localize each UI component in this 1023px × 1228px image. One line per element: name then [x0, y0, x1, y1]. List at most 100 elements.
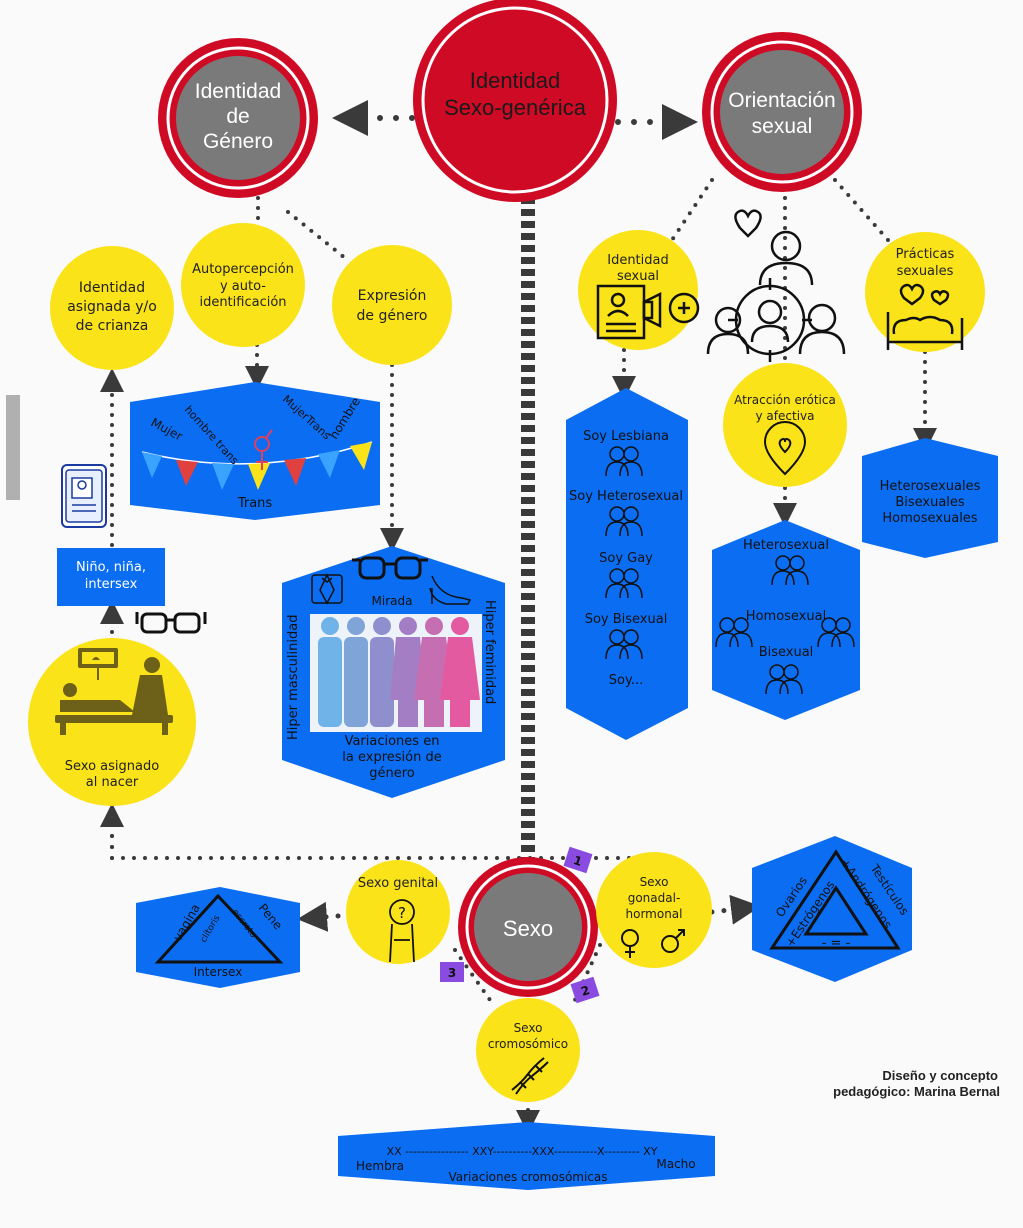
assigned-identity-node[interactable]: Identidad asignada y/o de crianza [50, 246, 174, 370]
expression-box-line3: género [369, 766, 415, 781]
flag-7 [350, 442, 372, 470]
flag-4 [248, 463, 270, 490]
svg-text:?: ? [398, 904, 406, 922]
child-box[interactable]: Niño, niña, intersex [57, 548, 165, 606]
chromo-scale: XX ---------------- XXY----------XXX----… [387, 1145, 658, 1158]
identity-item-1: Soy Heterosexual [569, 489, 683, 504]
gender-spectrum-figures [310, 614, 482, 732]
side-tab [6, 395, 20, 500]
child-line2: intersex [85, 577, 138, 592]
autoperception-line1: Autopercepción [192, 262, 294, 277]
svg-text:1: 1 [572, 853, 584, 869]
couple-icon [605, 568, 643, 599]
hormone-box[interactable]: Ovarios Testículos +Estrógenos +Andrógen… [752, 836, 912, 982]
autoperception-line2: y auto- [220, 279, 266, 294]
practices-node[interactable]: Prácticas sexuales [865, 232, 985, 352]
credit-line1: Diseño y concepto [882, 1068, 998, 1083]
expression-line2: de género [357, 308, 428, 324]
couple-icon [817, 617, 855, 648]
center-title-line1: Identidad [470, 68, 561, 93]
sex-node[interactable]: Sexo [458, 857, 598, 997]
attraction-item-1: Homosexual [746, 609, 826, 624]
chromosomal-line2: cromosómico [488, 1037, 568, 1051]
attraction-node[interactable]: Atracción erótica y afectiva [723, 363, 847, 487]
mars-icon [661, 929, 685, 953]
glasses-icon [135, 612, 207, 634]
identity-item-0: Soy Lesbiana [583, 429, 669, 444]
connector-lines [100, 100, 937, 1134]
flag-1 [142, 452, 162, 478]
gonadal-line2: gonadal- [628, 891, 681, 905]
attraction-item-0: Heterosexual [743, 538, 829, 553]
sexual-identity-node[interactable]: Identidad sexual [578, 230, 700, 350]
banner-trans-label: Trans [237, 496, 273, 511]
svg-text:3: 3 [448, 966, 456, 980]
identity-item-4: Soy... [609, 673, 643, 688]
gender-identity-line2: de [226, 105, 249, 128]
badge-1: 1 [563, 846, 593, 874]
attraction-item-2: Bisexual [759, 645, 814, 660]
location-heart-icon [763, 421, 807, 476]
birth-scene-icon [55, 648, 173, 735]
attraction-list-box[interactable] [712, 520, 860, 720]
practices-item-1: Bisexuales [895, 495, 965, 510]
couple-icon [715, 617, 753, 648]
chromo-box[interactable]: XX ---------------- XXY----------XXX----… [338, 1122, 715, 1190]
expression-box-line1: Variaciones en [345, 734, 440, 749]
assigned-line2: asignada y/o [67, 299, 157, 315]
chromo-macho: Macho [656, 1157, 695, 1171]
flag-2 [176, 460, 198, 486]
expression-line1: Expresión [358, 288, 427, 304]
sunglasses-icon [352, 556, 428, 580]
badge-3: 3 [440, 962, 464, 982]
assigned-line3: de crianza [76, 318, 149, 334]
flag-5 [284, 458, 306, 486]
people-target-icon [706, 209, 846, 362]
chromo-hembra: Hembra [356, 1159, 404, 1173]
genital-box[interactable]: vagina clítoris Pene escroto Intersex [136, 887, 300, 988]
genital-node[interactable]: Sexo genital ? [346, 860, 450, 964]
id-card-icon [61, 464, 107, 528]
trans-symbol-icon [254, 429, 273, 470]
flag-3 [212, 463, 234, 490]
assigned-birth-node[interactable]: Sexo asignado al nacer [28, 638, 196, 806]
couple-icon [605, 446, 643, 477]
genital-label: Sexo genital [358, 876, 438, 891]
orientation-node[interactable]: Orientación sexual [702, 32, 862, 192]
shoe-icon [429, 575, 472, 605]
couple-icon [605, 629, 643, 660]
assigned-birth-line2: al nacer [86, 775, 139, 790]
svg-text:2: 2 [579, 983, 591, 999]
orientation-line2: sexual [752, 115, 813, 138]
chromosomal-node[interactable]: Sexo cromosómico [476, 998, 580, 1102]
autoperception-node[interactable]: Autopercepción y auto- identificación [181, 223, 305, 347]
dna-icon [511, 1057, 549, 1095]
hormone-minus: - = - [822, 936, 851, 951]
center-hub[interactable]: Identidad Sexo-genérica [413, 0, 617, 202]
credit: Diseño y concepto pedagógico: Marina Ber… [833, 1068, 1000, 1099]
gender-identity-node[interactable]: Identidad de Género [158, 38, 318, 198]
sexual-identity-line1: Identidad [607, 253, 669, 268]
question-figure-icon: ? [389, 899, 415, 963]
trans-banner-box[interactable]: Mujer hombre trans MujerTrans hombre Tra… [130, 382, 380, 520]
badge-2: 2 [570, 976, 600, 1004]
couple-icon [605, 506, 643, 537]
couple-icon [765, 664, 803, 695]
expression-node[interactable]: Expresión de género [332, 245, 452, 365]
chromosomal-line1: Sexo [514, 1021, 543, 1035]
attraction-line1: Atracción erótica [734, 393, 836, 407]
practices-list-box[interactable]: Heterosexuales Bisexuales Homosexuales [862, 438, 998, 558]
expression-box-line2: la expresión de [342, 750, 441, 765]
identity-list-box[interactable] [566, 388, 688, 740]
expression-box[interactable]: Mirada Hiper masculinidad Hiper feminida… [282, 546, 505, 798]
suit-icon [311, 573, 343, 605]
gender-identity-line3: Género [203, 130, 273, 153]
sex-label: Sexo [503, 916, 553, 941]
genital-intersex: Intersex [194, 965, 243, 979]
gonadal-node[interactable]: Sexo gonadal- hormonal [596, 852, 712, 968]
id-megaphone-icon [596, 284, 700, 340]
couple-icon [771, 555, 809, 586]
autoperception-line3: identificación [199, 295, 286, 310]
